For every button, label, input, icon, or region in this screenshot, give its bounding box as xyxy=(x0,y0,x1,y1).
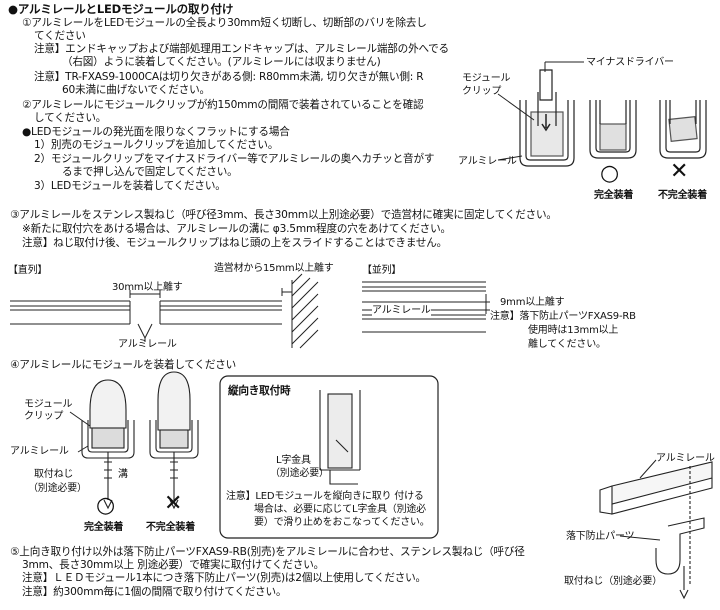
step1-note2a: 注意】TR-FXAS9-1000CAは切り欠きがある側: R80mm未満, 切り… xyxy=(34,71,424,83)
mount-clip-label: モジュール xyxy=(24,399,73,410)
drop-prevention-diagram xyxy=(599,461,713,600)
wall-label: 造営材から15mm以上離す xyxy=(214,263,334,274)
bracket-label: L字金具 xyxy=(276,455,311,466)
bracket-label-2: （別途必要） xyxy=(270,468,329,479)
rail-label: アルミレール xyxy=(458,156,517,167)
clip-label-2: クリップ xyxy=(462,86,502,97)
gap9-label: 9mm以上離す xyxy=(500,297,565,308)
ng-label: 不完全装着 xyxy=(658,190,707,201)
step1-note1b: （右図）ように装着してください。(アルミレールには収まりません) xyxy=(62,56,381,68)
step3-note2: 注意】ねじ取付け後、モジュールクリップはねじ頭の上をスライドすることはできません… xyxy=(22,237,448,249)
clip-label: モジュール xyxy=(462,73,511,84)
fig3-parts-label: 落下防止パーツ xyxy=(566,531,635,542)
fig3-rail-leader xyxy=(639,459,657,479)
step2-sub2a: 2）モジュールクリップをマイナスドライバー等でアルミレールの奥へカチッと音がす xyxy=(34,153,435,165)
step5-note2: 注意】約300mm毎に1個の間隔で取り付けてください。 xyxy=(22,586,287,598)
step5-line1: ⑤上向き取り付け以外は落下防止パーツFXAS9-RB(別売)をアルミレールに合わ… xyxy=(10,546,525,558)
vertical-note2: 場合は、必要に応じてL字金具（別途必 xyxy=(254,504,426,515)
fig3-rail-label: アルミレール xyxy=(656,453,715,464)
step2-line2: してください。 xyxy=(34,112,107,124)
straight-rail-diagram xyxy=(10,290,282,342)
ok-mark: ○ xyxy=(600,161,619,186)
rail-profile-ok xyxy=(589,100,637,159)
mount-ng-mark: ✕ xyxy=(164,491,183,516)
ok-label: 完全装着 xyxy=(594,190,634,201)
wall xyxy=(281,273,319,349)
vertical-box xyxy=(219,375,439,539)
driver-label: マイナスドライバー xyxy=(586,57,674,68)
mount-ng-diagram xyxy=(149,371,199,510)
mount-screw-label: 取付ねじ xyxy=(34,469,74,480)
step2-sub3: 3）LEDモジュールを装着してください。 xyxy=(34,180,226,192)
fig3-screw-label: 取付ねじ（別途必要） xyxy=(564,576,662,587)
section-title: ●アルミレールとLEDモジュールの取り付け xyxy=(8,2,234,16)
vertical-note3: 要）で滑り止めをおこなってください。 xyxy=(254,517,430,528)
step1-note2b: 60未満に曲げないでください。 xyxy=(62,84,210,96)
mount-ok-label: 完全装着 xyxy=(84,522,124,533)
vertical-title: 縦向き取付時 xyxy=(228,385,291,397)
clip-leader xyxy=(497,93,535,121)
vertical-diagram xyxy=(319,390,361,485)
vertical-note1: 注意】LEDモジュールを縦向きに取り 付ける xyxy=(226,491,424,502)
rail-leader xyxy=(497,155,523,161)
step3-line1: ③アルミレールをステンレス製ねじ（呼び径3mm、長さ30mm以上別途必要）で造営… xyxy=(10,209,557,221)
step4-line1: ④アルミレールにモジュールを装着してください xyxy=(10,359,237,371)
step2-sub2b: るまで押し込んで固定してください。 xyxy=(62,166,238,178)
ng-mark: ✕ xyxy=(670,159,689,184)
parallel-note3: 離してください。 xyxy=(528,339,606,350)
step1-line2: てください xyxy=(34,30,86,42)
rail-profile-with-clip xyxy=(519,69,575,167)
step5-note1: 注意】ＬＥＤモジュール1本につき落下防止パーツ(別売)は2個以上使用してください… xyxy=(22,572,426,584)
gap-label: 30mm以上離す xyxy=(112,282,183,293)
mount-ng-label: 不完全装着 xyxy=(146,522,195,533)
mount-ok-diagram xyxy=(81,379,135,510)
step2-sub1: 1）別売のモジュールクリップを追加してください。 xyxy=(34,139,279,151)
parallel-label: 【並列】 xyxy=(362,265,402,276)
step2-flat-title: ●LEDモジュールの発光面を限りなくフラットにする場合 xyxy=(22,126,290,138)
step1-line1: ①アルミレールをLEDモジュールの全長より30mm短く切断し、切断部のバリを除去… xyxy=(22,17,427,29)
rail-label-2: アルミレール xyxy=(118,339,177,350)
parallel-note2: 使用時は13mm以上 xyxy=(528,325,619,336)
mount-rail-label: アルミレール xyxy=(10,446,69,457)
rail-label-3: アルミレール xyxy=(372,304,431,317)
straight-label: 【直列】 xyxy=(8,265,48,276)
groove-label: 溝 xyxy=(118,469,128,480)
rail-profile-ng xyxy=(659,100,707,159)
step2-line1: ②アルミレールにモジュールクリップが約150mmの間隔で装着されていることを確認 xyxy=(22,99,424,111)
parallel-note1: 注意】落下防止パーツFXAS9-RB xyxy=(490,311,636,322)
mount-rail-leader xyxy=(77,445,89,453)
step5-line2: 3mm、長さ30mm以上 別途必要）で確実に取付けてください。 xyxy=(22,559,325,571)
fig3-parts-leader xyxy=(619,535,661,541)
step3-note1: ※新たに取付穴をあける場合は、アルミレールの溝に φ3.5mm程度の穴をあけてく… xyxy=(22,223,451,235)
mount-clip-leader xyxy=(69,411,91,427)
step1-note1a: 注意】エンドキャップおよび端部処理用エンドキャップは、アルミレール端部の外へでる xyxy=(34,43,449,55)
mount-ok-mark: ○ xyxy=(96,493,115,518)
mount-screw-label-2: （別途必要） xyxy=(28,483,87,494)
mount-clip-label-2: クリップ xyxy=(24,411,64,422)
